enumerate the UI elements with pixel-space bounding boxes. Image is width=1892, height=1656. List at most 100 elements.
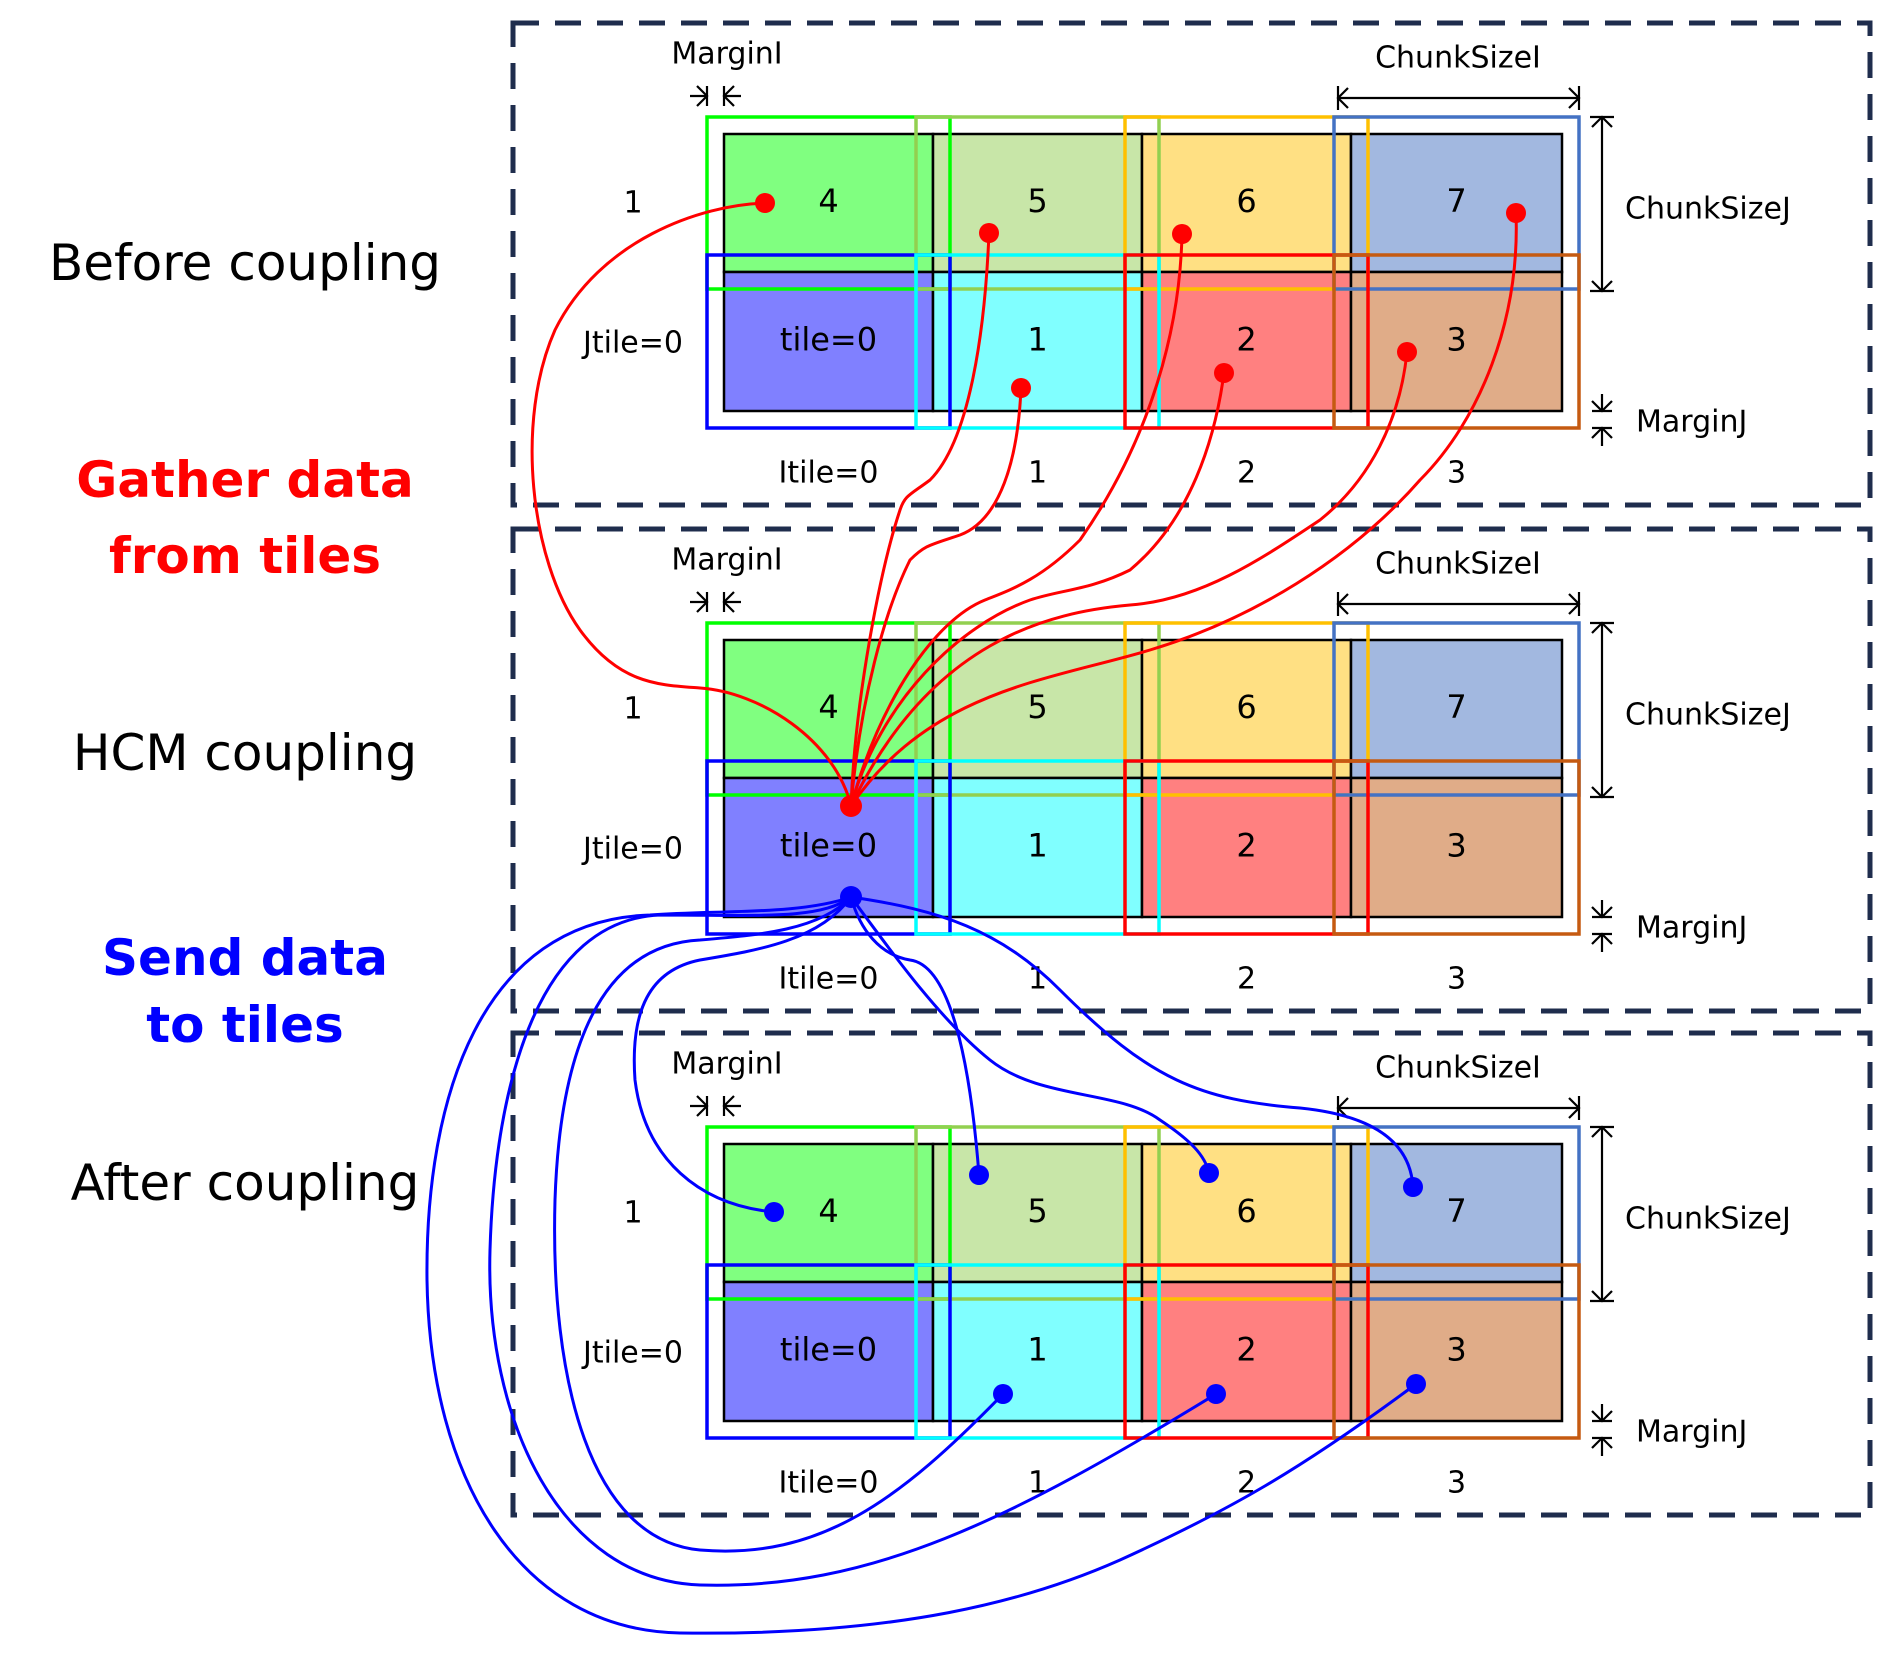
tile-label: 4 [818, 1192, 838, 1230]
jtile-label-1: 1 [623, 1196, 642, 1231]
label-gather-data-line1: Gather data [76, 451, 413, 509]
itile-label: 3 [1447, 962, 1466, 997]
tile-halo [1332, 1125, 1581, 1301]
gather-point-tile-1 [1011, 378, 1031, 398]
label-before-coupling: Before coupling [49, 234, 441, 292]
chunk-size-j-label: ChunkSizeJ [1625, 1202, 1791, 1237]
send-flows [425, 895, 1417, 1635]
margin-j-arrow [1591, 900, 1613, 952]
send-point-tile-4 [764, 1202, 784, 1222]
tile-cell [931, 1142, 1144, 1284]
chunk-size-i-label: ChunkSizeI [1375, 1051, 1541, 1086]
label-after-coupling: After coupling [71, 1154, 420, 1212]
tile-halo [1123, 253, 1370, 430]
tile-cell [722, 1142, 935, 1284]
chunk-size-j-arrow [1590, 1125, 1614, 1303]
gather-flow-6 [849, 233, 1184, 807]
margin-j-label: MarginJ [1636, 405, 1747, 440]
tile-label: 4 [818, 182, 838, 220]
tile-cell [931, 776, 1144, 919]
tile-label: 7 [1446, 688, 1466, 726]
tile-label: 2 [1236, 1331, 1256, 1369]
chunk-size-i-arrow [1336, 1096, 1581, 1120]
jtile-label-1: 1 [623, 692, 642, 727]
itile-label: Itile=0 [779, 456, 879, 491]
gather-point-tile-6 [1172, 224, 1192, 244]
tile-label: 3 [1446, 827, 1466, 865]
send-point-tile-2 [1206, 1384, 1226, 1404]
margin-i-label: MarginI [671, 37, 782, 72]
itile-label: 2 [1237, 962, 1256, 997]
margin-i-arrow [690, 1095, 741, 1117]
tile-halo [705, 115, 952, 291]
tile-cell [1349, 1280, 1564, 1423]
label-hcm-coupling: HCM coupling [73, 724, 417, 782]
gather-point-tile-4 [755, 193, 775, 213]
tile-halo [914, 1125, 1161, 1301]
tile-halo [1123, 1263, 1370, 1440]
chunk-size-j-label: ChunkSizeJ [1625, 698, 1791, 733]
jtile-label-1: 1 [623, 186, 642, 221]
tile-cell [931, 132, 1144, 274]
chunk-size-j-arrow [1590, 621, 1614, 799]
gather-flow-2 [849, 372, 1226, 807]
jtile-label-0: Jtile=0 [581, 326, 683, 361]
send-point-tile-3 [1406, 1374, 1426, 1394]
tile-halo [705, 1263, 952, 1440]
tile-halo [705, 1125, 952, 1301]
tile-cell [1349, 132, 1564, 274]
send-flow-1 [553, 895, 1005, 1553]
tile-cell [1349, 638, 1564, 780]
gather-flow-4 [530, 201, 853, 807]
tile-halo [1123, 621, 1370, 797]
send-flow-5 [849, 896, 981, 1176]
tile-label: 2 [1236, 321, 1256, 359]
tile-halo [914, 253, 1161, 430]
tile-label: 5 [1027, 1192, 1047, 1230]
tile-halo [1123, 759, 1370, 936]
tile-label: tile=0 [780, 1331, 877, 1369]
tile-halo [914, 115, 1161, 291]
tile-label: 6 [1236, 182, 1256, 220]
itile-label: 1 [1028, 456, 1047, 491]
jtile-label-0: Jtile=0 [581, 832, 683, 867]
tile-label: 7 [1446, 1192, 1466, 1230]
jtile-label-0: Jtile=0 [581, 1336, 683, 1371]
margin-j-arrow [1591, 1404, 1613, 1456]
send-point-tile-7 [1403, 1177, 1423, 1197]
panel-border [510, 20, 1873, 508]
tile-cell [931, 270, 1144, 413]
gather-target-tile-0 [840, 795, 862, 817]
gather-flow-1 [849, 387, 1023, 807]
itile-label: 3 [1447, 456, 1466, 491]
tile-label: 6 [1236, 1192, 1256, 1230]
margin-j-label: MarginJ [1636, 1415, 1747, 1450]
gather-flow-7 [849, 212, 1518, 807]
margin-i-arrow [690, 591, 741, 613]
tile-label: tile=0 [780, 321, 877, 359]
gather-flow-5 [849, 232, 991, 807]
tile-label: 7 [1446, 182, 1466, 220]
tile-label: 1 [1027, 1331, 1047, 1369]
tile-label: tile=0 [780, 827, 877, 865]
chunk-size-i-arrow [1336, 592, 1581, 616]
tile-halo [1332, 253, 1581, 430]
send-point-tile-1 [993, 1384, 1013, 1404]
gather-flow-3 [849, 351, 1409, 807]
send-points [764, 886, 1426, 1404]
gather-point-tile-2 [1214, 363, 1234, 383]
tile-halo [1332, 621, 1581, 797]
panel-border [510, 526, 1873, 1014]
itile-label: Itile=0 [779, 962, 879, 997]
itile-label: 1 [1028, 1466, 1047, 1501]
label-gather-data-line2: from tiles [109, 527, 381, 585]
tile-halo [1332, 115, 1581, 291]
send-point-tile-6 [1199, 1163, 1219, 1183]
tile-label: 5 [1027, 182, 1047, 220]
margin-i-label: MarginI [671, 1047, 782, 1082]
tile-label: 4 [818, 688, 838, 726]
send-flow-3 [425, 895, 1417, 1635]
tile-label: 3 [1446, 1331, 1466, 1369]
chunk-size-j-arrow [1590, 115, 1614, 293]
